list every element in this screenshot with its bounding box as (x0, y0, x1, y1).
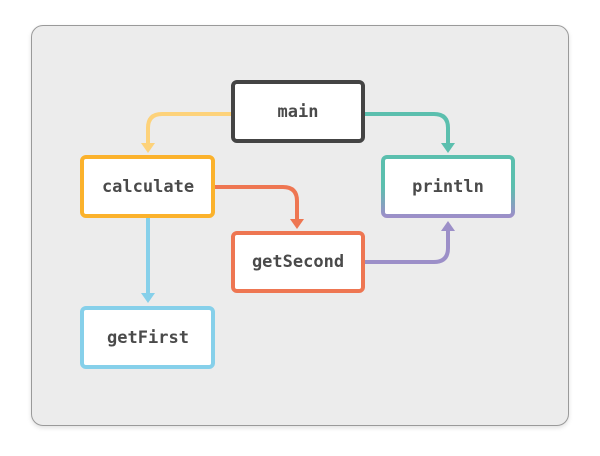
node-println-label: println (412, 177, 484, 197)
arrowhead-getFirst (141, 293, 155, 303)
arrowhead-getSecond (290, 219, 304, 229)
node-calculate-label: calculate (102, 177, 194, 197)
node-getSecond[interactable]: getSecond (231, 231, 365, 293)
node-getFirst[interactable]: getFirst (80, 306, 215, 369)
node-getSecond-label: getSecond (252, 252, 344, 272)
edge-main-calculate (146, 112, 235, 148)
arrowhead-println-bottom (441, 221, 455, 231)
node-calculate[interactable]: calculate (80, 155, 215, 218)
node-main[interactable]: main (231, 80, 365, 143)
node-getFirst-label: getFirst (107, 328, 189, 348)
node-main-label: main (278, 102, 319, 122)
node-println[interactable]: println (381, 155, 515, 218)
edge-main-println (362, 112, 450, 148)
arrowhead-println-top (441, 143, 455, 153)
arrowhead-calculate (141, 143, 155, 153)
edge-calculate-getSecond (212, 185, 299, 224)
edge-getSecond-println (362, 226, 450, 264)
